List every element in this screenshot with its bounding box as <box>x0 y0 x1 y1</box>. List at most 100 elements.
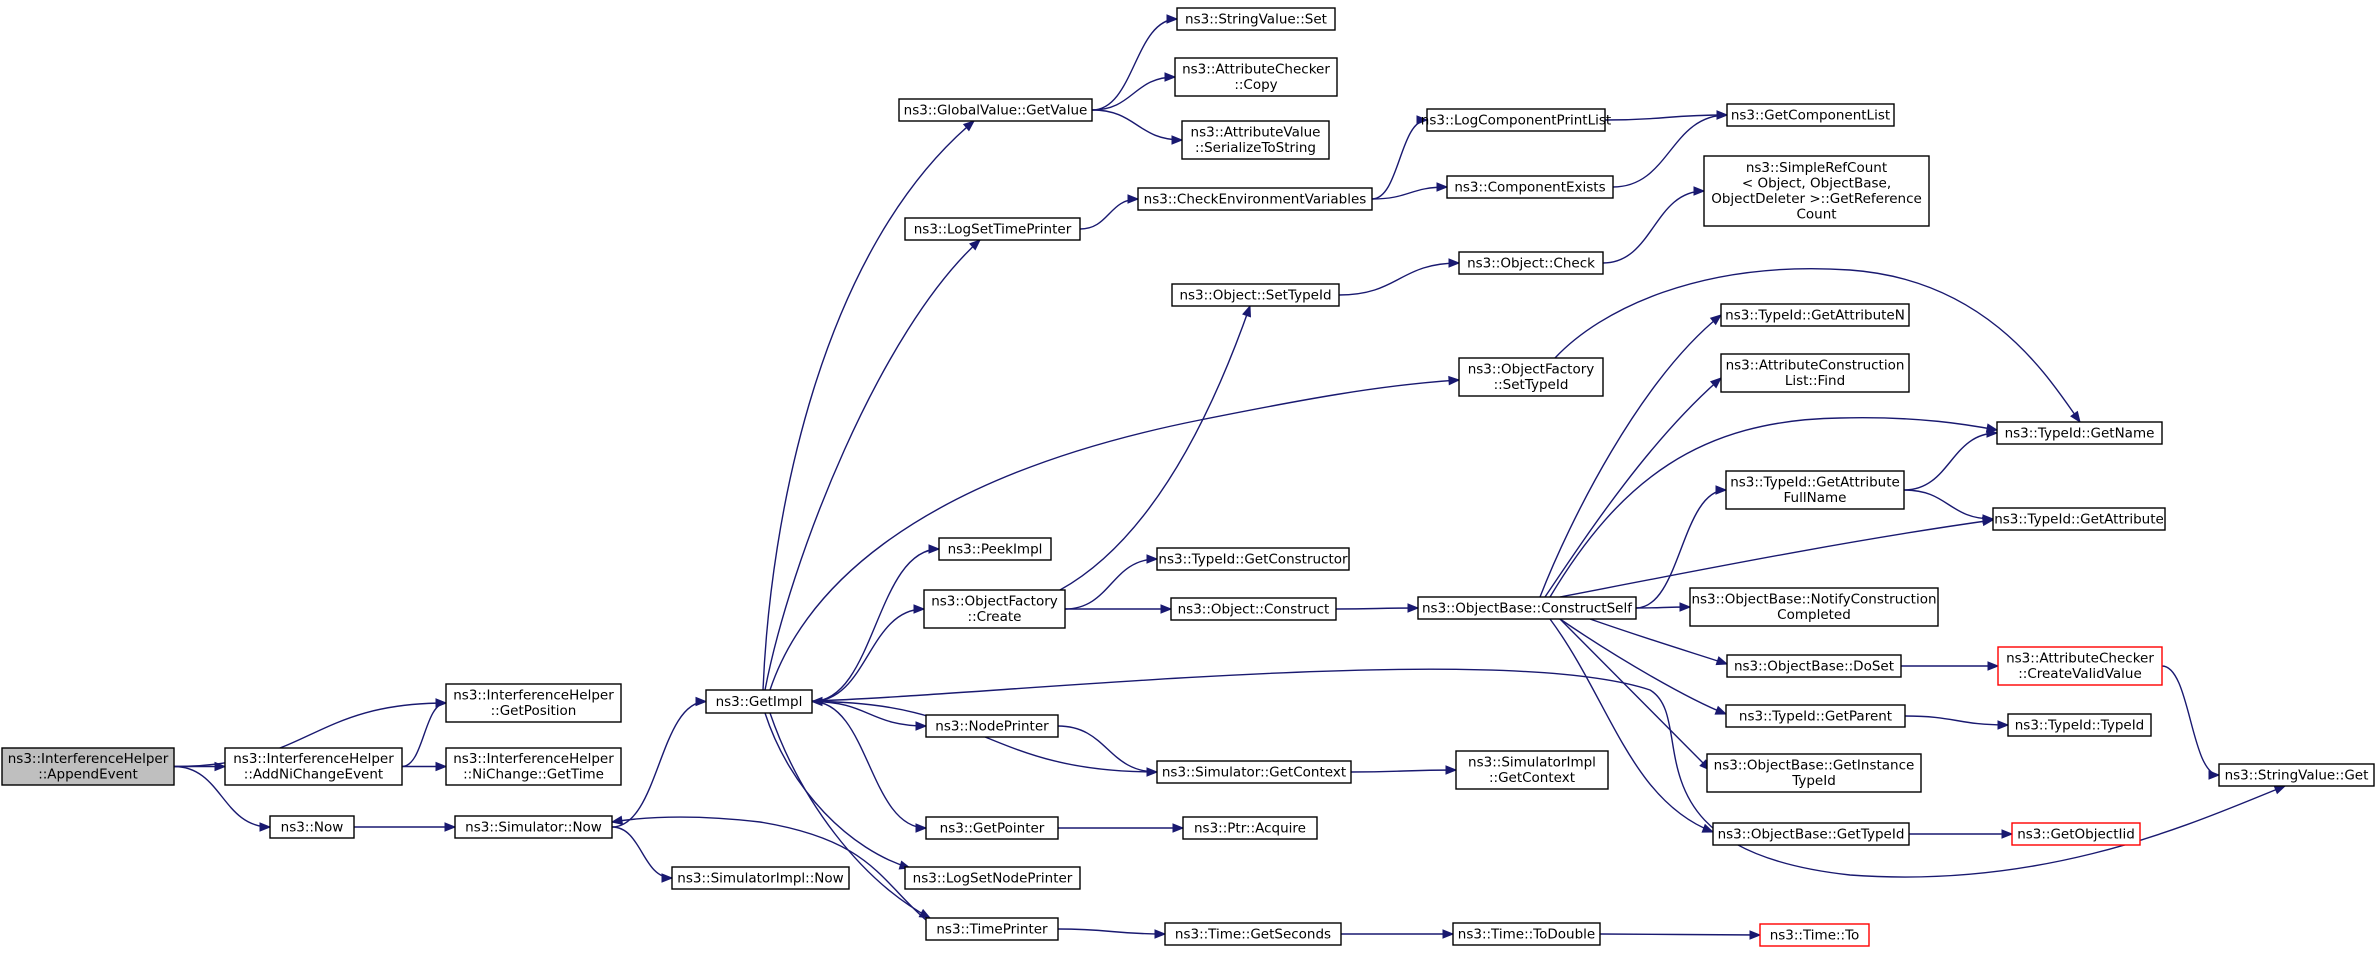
node-object-set-type-id[interactable]: ns3::Object::SetTypeId <box>1171 283 1340 307</box>
node-add-ni-change-event[interactable]: ns3::InterferenceHelper::AddNiChangeEven… <box>224 747 403 786</box>
node-get-object-iid[interactable]: ns3::GetObjectIid <box>2011 822 2141 846</box>
node-box[interactable] <box>1171 283 1340 307</box>
node-box[interactable] <box>1458 251 1604 275</box>
node-global-value-get-value[interactable]: ns3::GlobalValue::GetValue <box>898 98 1093 122</box>
node-box[interactable] <box>224 747 403 786</box>
node-box[interactable] <box>1452 922 1601 946</box>
node-log-component-print-list[interactable]: ns3::LogComponentPrintList <box>1421 108 1611 132</box>
node-box[interactable] <box>1725 470 1905 510</box>
node-type-id-get-name[interactable]: ns3::TypeId::GetName <box>1996 421 2163 445</box>
node-ni-change-get-time[interactable]: ns3::InterferenceHelper::NiChange::GetTi… <box>445 747 622 786</box>
node-box[interactable] <box>1725 704 1906 728</box>
node-simulator-impl-get-context[interactable]: ns3::SimulatorImpl::GetContext <box>1455 750 1609 790</box>
node-box[interactable] <box>923 589 1066 629</box>
node-box[interactable] <box>705 689 813 714</box>
node-simple-ref-count[interactable]: ns3::SimpleRefCount< Object, ObjectBase,… <box>1703 155 1930 227</box>
node-box[interactable] <box>1164 922 1342 946</box>
node-box[interactable] <box>1712 822 1910 846</box>
node-box[interactable] <box>1174 57 1338 97</box>
node-attribute-checker-create-valid[interactable]: ns3::AttributeChecker::CreateValidValue <box>1997 646 2163 686</box>
node-simulator-now[interactable]: ns3::Simulator::Now <box>454 815 613 839</box>
node-box[interactable] <box>1446 175 1614 199</box>
node-box[interactable] <box>2007 713 2152 737</box>
node-box[interactable] <box>1181 120 1330 160</box>
node-type-id-get-constructor[interactable]: ns3::TypeId::GetConstructor <box>1156 547 1350 571</box>
node-log-set-node-printer[interactable]: ns3::LogSetNodePrinter <box>904 866 1081 890</box>
node-component-exists[interactable]: ns3::ComponentExists <box>1446 175 1614 199</box>
node-type-id-get-parent[interactable]: ns3::TypeId::GetParent <box>1725 704 1906 728</box>
node-box[interactable] <box>1458 357 1604 397</box>
node-now[interactable]: ns3::Now <box>269 815 355 839</box>
node-simulator-impl-now[interactable]: ns3::SimulatorImpl::Now <box>671 866 850 890</box>
node-box[interactable] <box>1137 187 1373 211</box>
node-object-base-construct-self[interactable]: ns3::ObjectBase::ConstructSelf <box>1417 596 1637 620</box>
node-time-printer[interactable]: ns3::TimePrinter <box>925 917 1059 941</box>
node-box[interactable] <box>1417 596 1637 620</box>
node-box[interactable] <box>1720 303 1910 327</box>
node-box[interactable] <box>1997 646 2163 686</box>
node-box[interactable] <box>1720 353 1910 393</box>
node-box[interactable] <box>1996 421 2163 445</box>
node-box[interactable] <box>1726 103 1895 127</box>
node-box[interactable] <box>1706 753 1922 793</box>
node-box[interactable] <box>1689 587 1939 627</box>
node-box[interactable] <box>1455 750 1609 790</box>
node-box[interactable] <box>1170 597 1337 621</box>
node-box[interactable] <box>1156 760 1352 784</box>
node-box[interactable] <box>1759 923 1870 947</box>
node-object-construct[interactable]: ns3::Object::Construct <box>1170 597 1337 621</box>
node-object-base-do-set[interactable]: ns3::ObjectBase::DoSet <box>1726 654 1902 678</box>
node-object-factory-create[interactable]: ns3::ObjectFactory::Create <box>923 589 1066 629</box>
node-append-event[interactable]: ns3::InterferenceHelper::AppendEvent <box>1 747 175 786</box>
node-get-pointer[interactable]: ns3::GetPointer <box>925 816 1059 840</box>
node-type-id-type-id[interactable]: ns3::TypeId::TypeId <box>2007 713 2152 737</box>
node-string-value-get[interactable]: ns3::StringValue::Get <box>2218 763 2375 787</box>
node-box[interactable] <box>1182 816 1318 840</box>
node-node-printer[interactable]: ns3::NodePrinter <box>925 714 1059 738</box>
node-time-to[interactable]: ns3::Time::To <box>1759 923 1870 947</box>
node-type-id-get-attribute-n[interactable]: ns3::TypeId::GetAttributeN <box>1720 303 1910 327</box>
node-simulator-get-context[interactable]: ns3::Simulator::GetContext <box>1156 760 1352 784</box>
node-box[interactable] <box>1726 654 1902 678</box>
node-get-component-list[interactable]: ns3::GetComponentList <box>1726 103 1895 127</box>
node-box[interactable] <box>454 815 613 839</box>
node-log-set-time-printer[interactable]: ns3::LogSetTimePrinter <box>904 217 1081 241</box>
node-object-base-notify-construction[interactable]: ns3::ObjectBase::NotifyConstructionCompl… <box>1689 587 1939 627</box>
node-time-to-double[interactable]: ns3::Time::ToDouble <box>1452 922 1601 946</box>
node-box[interactable] <box>2011 822 2141 846</box>
node-peek-impl[interactable]: ns3::PeekImpl <box>938 537 1052 561</box>
node-object-base-get-type-id[interactable]: ns3::ObjectBase::GetTypeId <box>1712 822 1910 846</box>
node-string-value-set[interactable]: ns3::StringValue::Set <box>1176 7 1336 31</box>
node-object-check[interactable]: ns3::Object::Check <box>1458 251 1604 275</box>
node-box[interactable] <box>904 217 1081 241</box>
node-object-factory-set-type-id[interactable]: ns3::ObjectFactory::SetTypeId <box>1458 357 1604 397</box>
node-box[interactable] <box>445 747 622 786</box>
node-attribute-value-serialize[interactable]: ns3::AttributeValue::SerializeToString <box>1181 120 1330 160</box>
node-box[interactable] <box>925 917 1059 941</box>
node-box[interactable] <box>1 747 175 786</box>
node-box[interactable] <box>269 815 355 839</box>
node-box[interactable] <box>898 98 1093 122</box>
node-box[interactable] <box>2218 763 2375 787</box>
node-box[interactable] <box>671 866 850 890</box>
node-box[interactable] <box>1156 547 1350 571</box>
node-type-id-get-attribute[interactable]: ns3::TypeId::GetAttribute <box>1992 507 2166 531</box>
node-box[interactable] <box>925 816 1059 840</box>
node-get-position[interactable]: ns3::InterferenceHelper::GetPosition <box>445 683 622 723</box>
node-attribute-checker-copy[interactable]: ns3::AttributeChecker::Copy <box>1174 57 1338 97</box>
node-time-get-seconds[interactable]: ns3::Time::GetSeconds <box>1164 922 1342 946</box>
node-box[interactable] <box>1992 507 2166 531</box>
node-box[interactable] <box>1176 7 1336 31</box>
node-box[interactable] <box>445 683 622 723</box>
node-check-env-vars[interactable]: ns3::CheckEnvironmentVariables <box>1137 187 1373 211</box>
node-box[interactable] <box>1703 155 1930 227</box>
node-box[interactable] <box>1426 108 1606 132</box>
node-box[interactable] <box>938 537 1052 561</box>
node-get-impl[interactable]: ns3::GetImpl <box>705 689 813 714</box>
node-box[interactable] <box>925 714 1059 738</box>
node-box[interactable] <box>904 866 1081 890</box>
node-ptr-acquire[interactable]: ns3::Ptr::Acquire <box>1182 816 1318 840</box>
